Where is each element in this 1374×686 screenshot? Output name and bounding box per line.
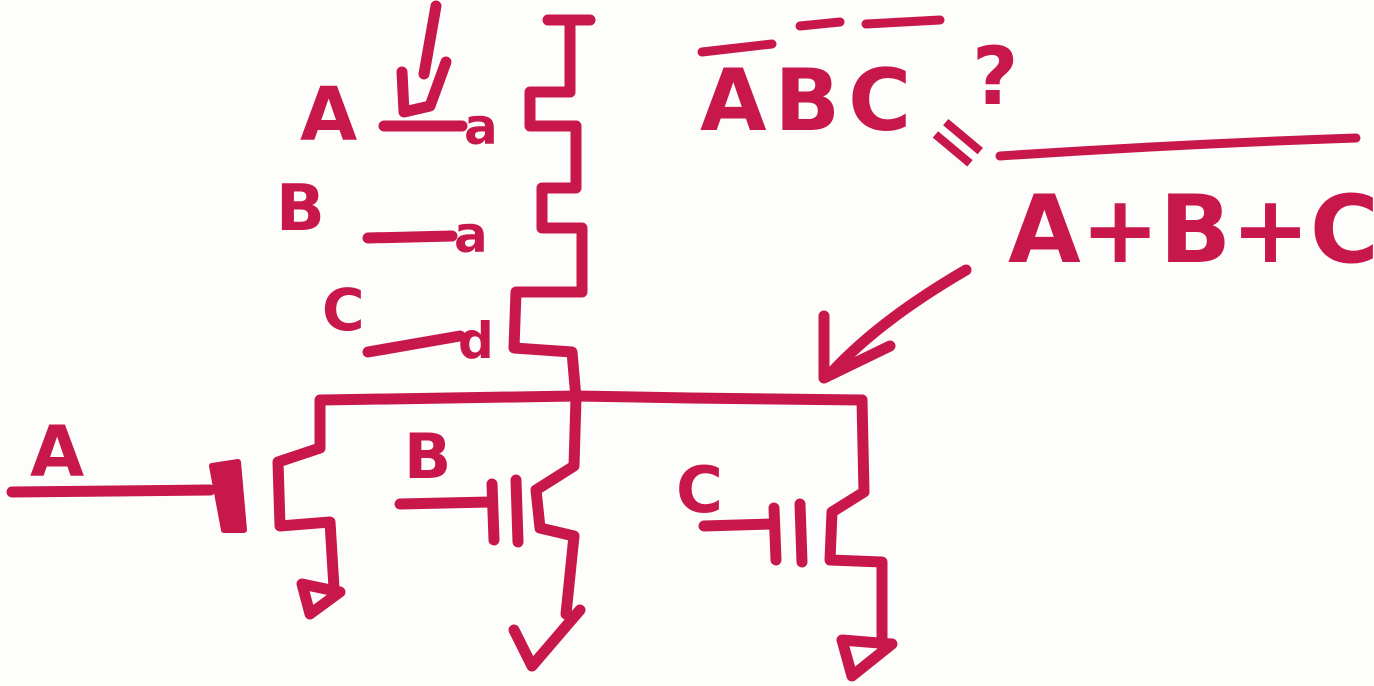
- overbar-b: [795, 17, 845, 31]
- pulldown-c-gate: [698, 498, 808, 568]
- pullup-gate-mark-b: a: [454, 206, 488, 264]
- pulldown-a-wire: [272, 394, 340, 594]
- annotation-arrow: [826, 264, 972, 378]
- pullup-label-b: B: [276, 172, 325, 246]
- pullup-gate-wire-c: [362, 330, 466, 358]
- pulldown-a-inverter-bubble: [209, 459, 247, 533]
- pulldown-c-ground: [836, 634, 898, 682]
- overbar-c: [861, 15, 945, 29]
- pullup-label-c: C: [322, 276, 365, 344]
- pullup-gate-mark-a: a: [464, 98, 498, 156]
- pulldown-a-input-wire: [6, 484, 216, 498]
- question-bars: ABC: [700, 51, 919, 151]
- pullup-label-a: A: [300, 72, 357, 158]
- pulldown-b-ground: [508, 604, 586, 672]
- pullup-stack-wire: [508, 86, 588, 404]
- overbar-a: [697, 39, 777, 57]
- vdd-stroke: [418, 0, 442, 80]
- question-mark: ?: [972, 30, 1018, 123]
- pullup-gate-wire-b: [362, 230, 458, 244]
- pulldown-label-c: C: [676, 454, 723, 528]
- pulldown-a-ground: [296, 578, 346, 620]
- expression-text: A+B+C: [1008, 176, 1374, 285]
- pulldown-c-wire: [824, 394, 888, 652]
- expression-overbar: [995, 133, 1361, 161]
- vdd-arrow-head: [396, 56, 452, 118]
- pulldown-b-gate: [394, 474, 524, 548]
- annotation-arrow-head: [818, 310, 896, 384]
- output-node-bar: [316, 390, 868, 406]
- pulldown-label-a: A: [30, 411, 84, 493]
- pullup-gate-mark-c: d: [458, 312, 494, 370]
- pulldown-b-wire: [530, 392, 582, 620]
- pulldown-label-b: B: [404, 420, 451, 493]
- pullup-top-wire: [542, 14, 596, 98]
